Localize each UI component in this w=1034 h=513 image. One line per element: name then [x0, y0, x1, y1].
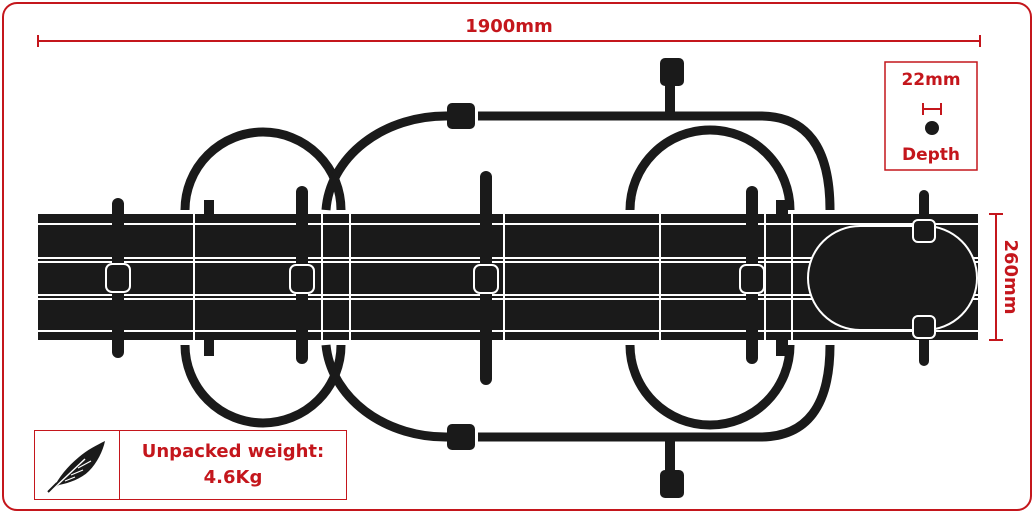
weight-label: Unpacked weight:: [141, 441, 325, 462]
length-label: 1900mm: [465, 16, 553, 37]
arc-clip-bottom: [447, 424, 475, 450]
depth-indicator: 22mm Depth: [884, 61, 978, 171]
end-cap: [807, 225, 978, 331]
depth-label: Depth: [902, 145, 960, 165]
feather-icon: [47, 441, 105, 493]
weight-info-box: Unpacked weight: 4.6Kg: [34, 430, 347, 500]
width-dimension: 260mm: [989, 213, 1021, 341]
arc-clip-top: [447, 103, 475, 129]
strap-3: [473, 171, 499, 385]
strap-4: [739, 186, 765, 364]
product-drawing: [38, 58, 978, 498]
width-label: 260mm: [1000, 239, 1021, 314]
strap-2: [289, 186, 315, 364]
loop-arcs: [180, 111, 835, 442]
depth-dot: [925, 121, 939, 135]
top-clip: [660, 58, 684, 86]
length-dimension: 1900mm: [37, 16, 981, 47]
weight-text: Unpacked weight: 4.6Kg: [120, 431, 346, 499]
feather-cell: [35, 431, 120, 499]
bottom-clip: [660, 470, 684, 498]
depth-value: 22mm: [901, 70, 960, 90]
strap-5: [912, 190, 936, 366]
strap-1: [105, 198, 131, 358]
weight-value: 4.6Kg: [203, 467, 263, 488]
